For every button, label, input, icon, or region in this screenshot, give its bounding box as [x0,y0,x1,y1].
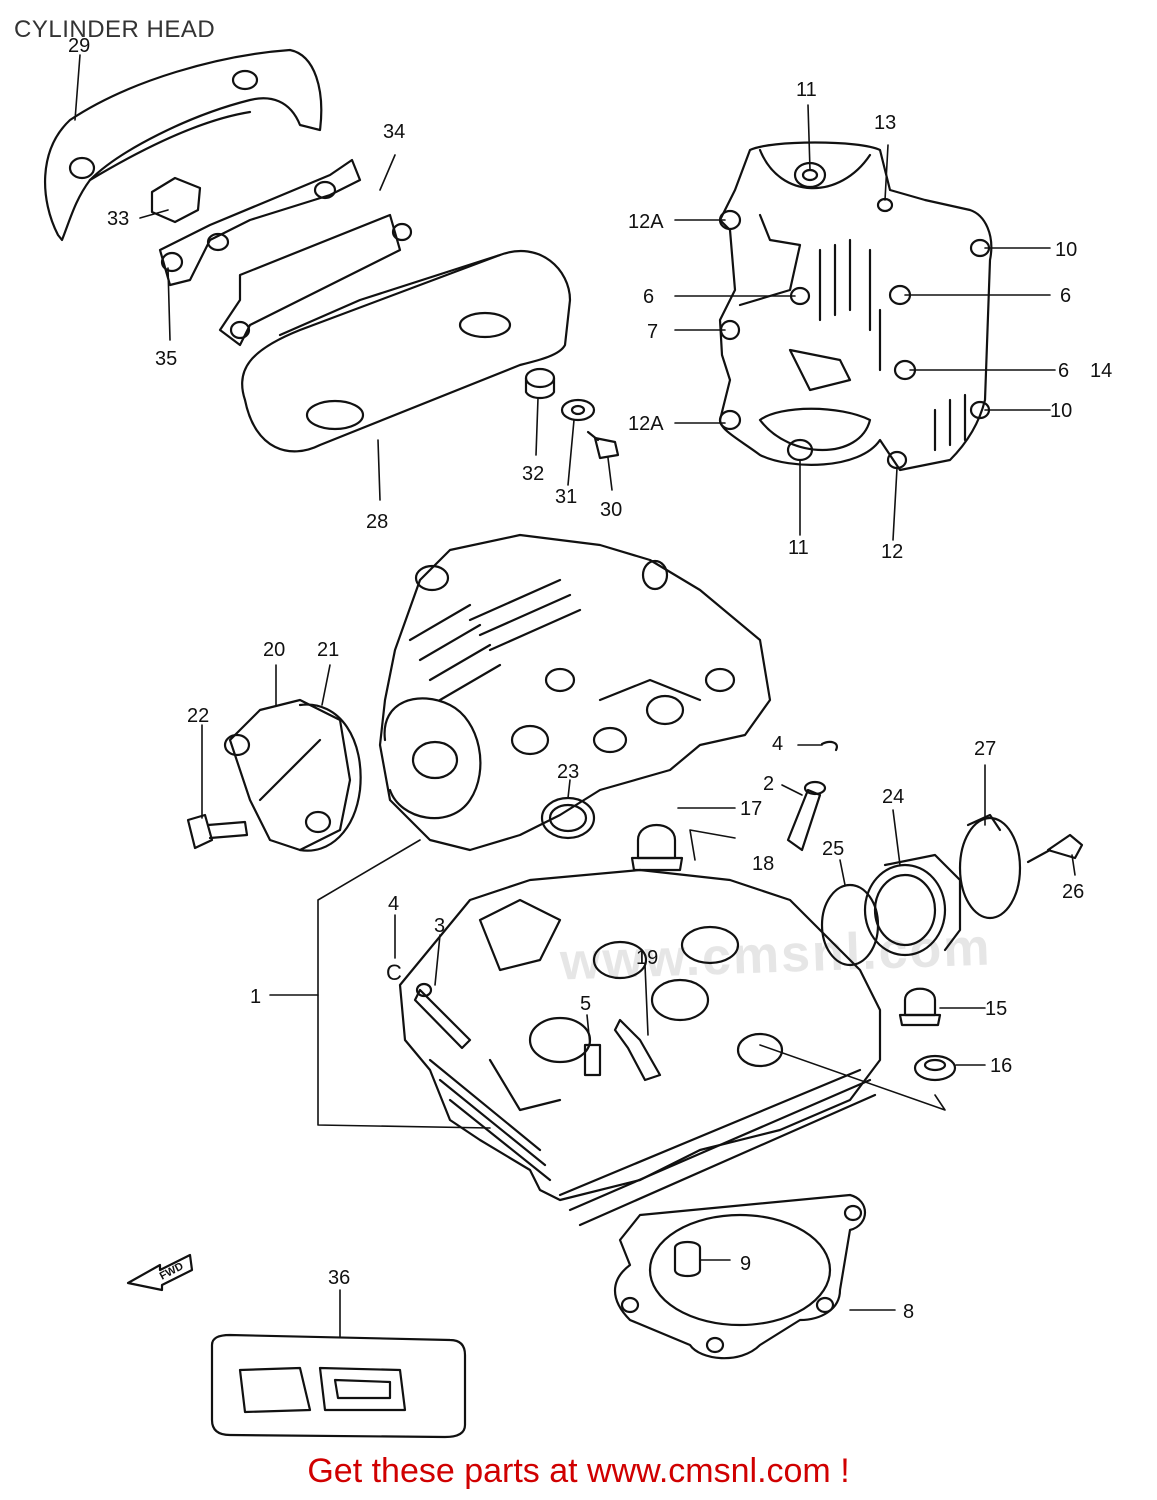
callout-4-left: 4 [388,893,399,915]
callout-5: 5 [580,993,591,1015]
callout-6-right: 6 [1060,285,1071,307]
clamp-part-27 [958,813,1022,920]
callout-29: 29 [68,35,90,57]
intake-pipe-part-24 [863,853,962,957]
gasket-part-21 [298,703,362,852]
stud-part-3 [413,982,472,1050]
o-ring-part-23 [540,796,596,840]
screw-part-26 [1026,833,1084,864]
side-cover-part-29 [44,48,323,242]
callout-15: 15 [985,998,1007,1020]
callout-3: 3 [434,915,445,937]
callout-28: 28 [366,511,388,533]
cap-nut-part-17 [630,824,684,872]
callout-13: 13 [874,112,896,134]
circlip-glyph: C [386,960,402,985]
callout-26: 26 [1062,881,1084,903]
cylinder-head-lower-view [398,868,882,1227]
circlip-part-4 [820,740,838,752]
footer-link[interactable]: Get these parts at www.cmsnl.com ! [307,1452,850,1490]
callout-22: 22 [187,705,209,727]
spark-plug-part-19 [613,1018,662,1082]
callout-19: 19 [636,947,658,969]
bolt-part-22 [186,813,249,850]
callout-23: 23 [557,761,579,783]
fwd-arrow-icon [126,1253,194,1292]
cap-part-20 [223,698,352,852]
exploded-parts-diagram: FWD 29 33 34 35 28 32 31 30 11 13 12A 10… [44,35,1112,1439]
callout-14: 14 [1090,360,1112,382]
head-gasket-part-8 [614,1193,866,1360]
head-cover-part-28 [240,249,572,453]
callout-18: 18 [752,853,774,875]
cushion-part-33 [150,176,202,224]
callout-33: 33 [107,208,129,230]
callout-20: 20 [263,639,285,661]
callout-25: 25 [822,838,844,860]
callout-2: 2 [763,773,774,795]
bolt-part-30 [586,430,620,460]
callout-12: 12 [881,541,903,563]
callout-16: 16 [990,1055,1012,1077]
callout-6-lower: 6 [1058,360,1069,382]
valve-guide-part-2 [786,780,827,852]
callout-7: 7 [647,321,658,343]
bracket-part-34 [158,158,413,347]
callout-27: 27 [974,738,996,760]
washer-part-31 [560,398,596,422]
callout-34: 34 [383,121,405,143]
callout-31: 31 [555,486,577,508]
callout-32: 32 [522,463,544,485]
washer-part-16 [913,1054,957,1082]
callout-8: 8 [903,1301,914,1323]
callout-10-bottom: 10 [1050,400,1072,422]
head-cover-gasket [718,141,993,472]
diagram-title: CYLINDER HEAD [14,16,216,43]
label-part-36 [210,1333,467,1439]
callout-24: 24 [882,786,904,808]
callout-12A-top: 12A [628,211,664,233]
callout-4-top: 4 [772,733,783,755]
callout-9: 9 [740,1253,751,1275]
dowel-part-5 [583,1043,602,1077]
callout-12A-bottom: 12A [628,413,664,435]
o-ring-part-25 [820,883,880,967]
callout-35: 35 [155,348,177,370]
callout-36: 36 [328,1267,350,1289]
cap-nut-part-15 [898,987,942,1027]
callout-1: 1 [250,986,261,1008]
callout-17: 17 [740,798,762,820]
callout-21: 21 [317,639,339,661]
dowel-part-9 [673,1240,702,1278]
callout-11-top: 11 [796,79,817,101]
callout-10-top: 10 [1055,239,1077,261]
callout-6-left: 6 [643,286,654,308]
cylinder-head-upper-view [378,533,772,852]
callout-30: 30 [600,499,622,521]
grommet-part-32 [524,367,556,400]
callout-11-bottom: 11 [788,537,809,559]
